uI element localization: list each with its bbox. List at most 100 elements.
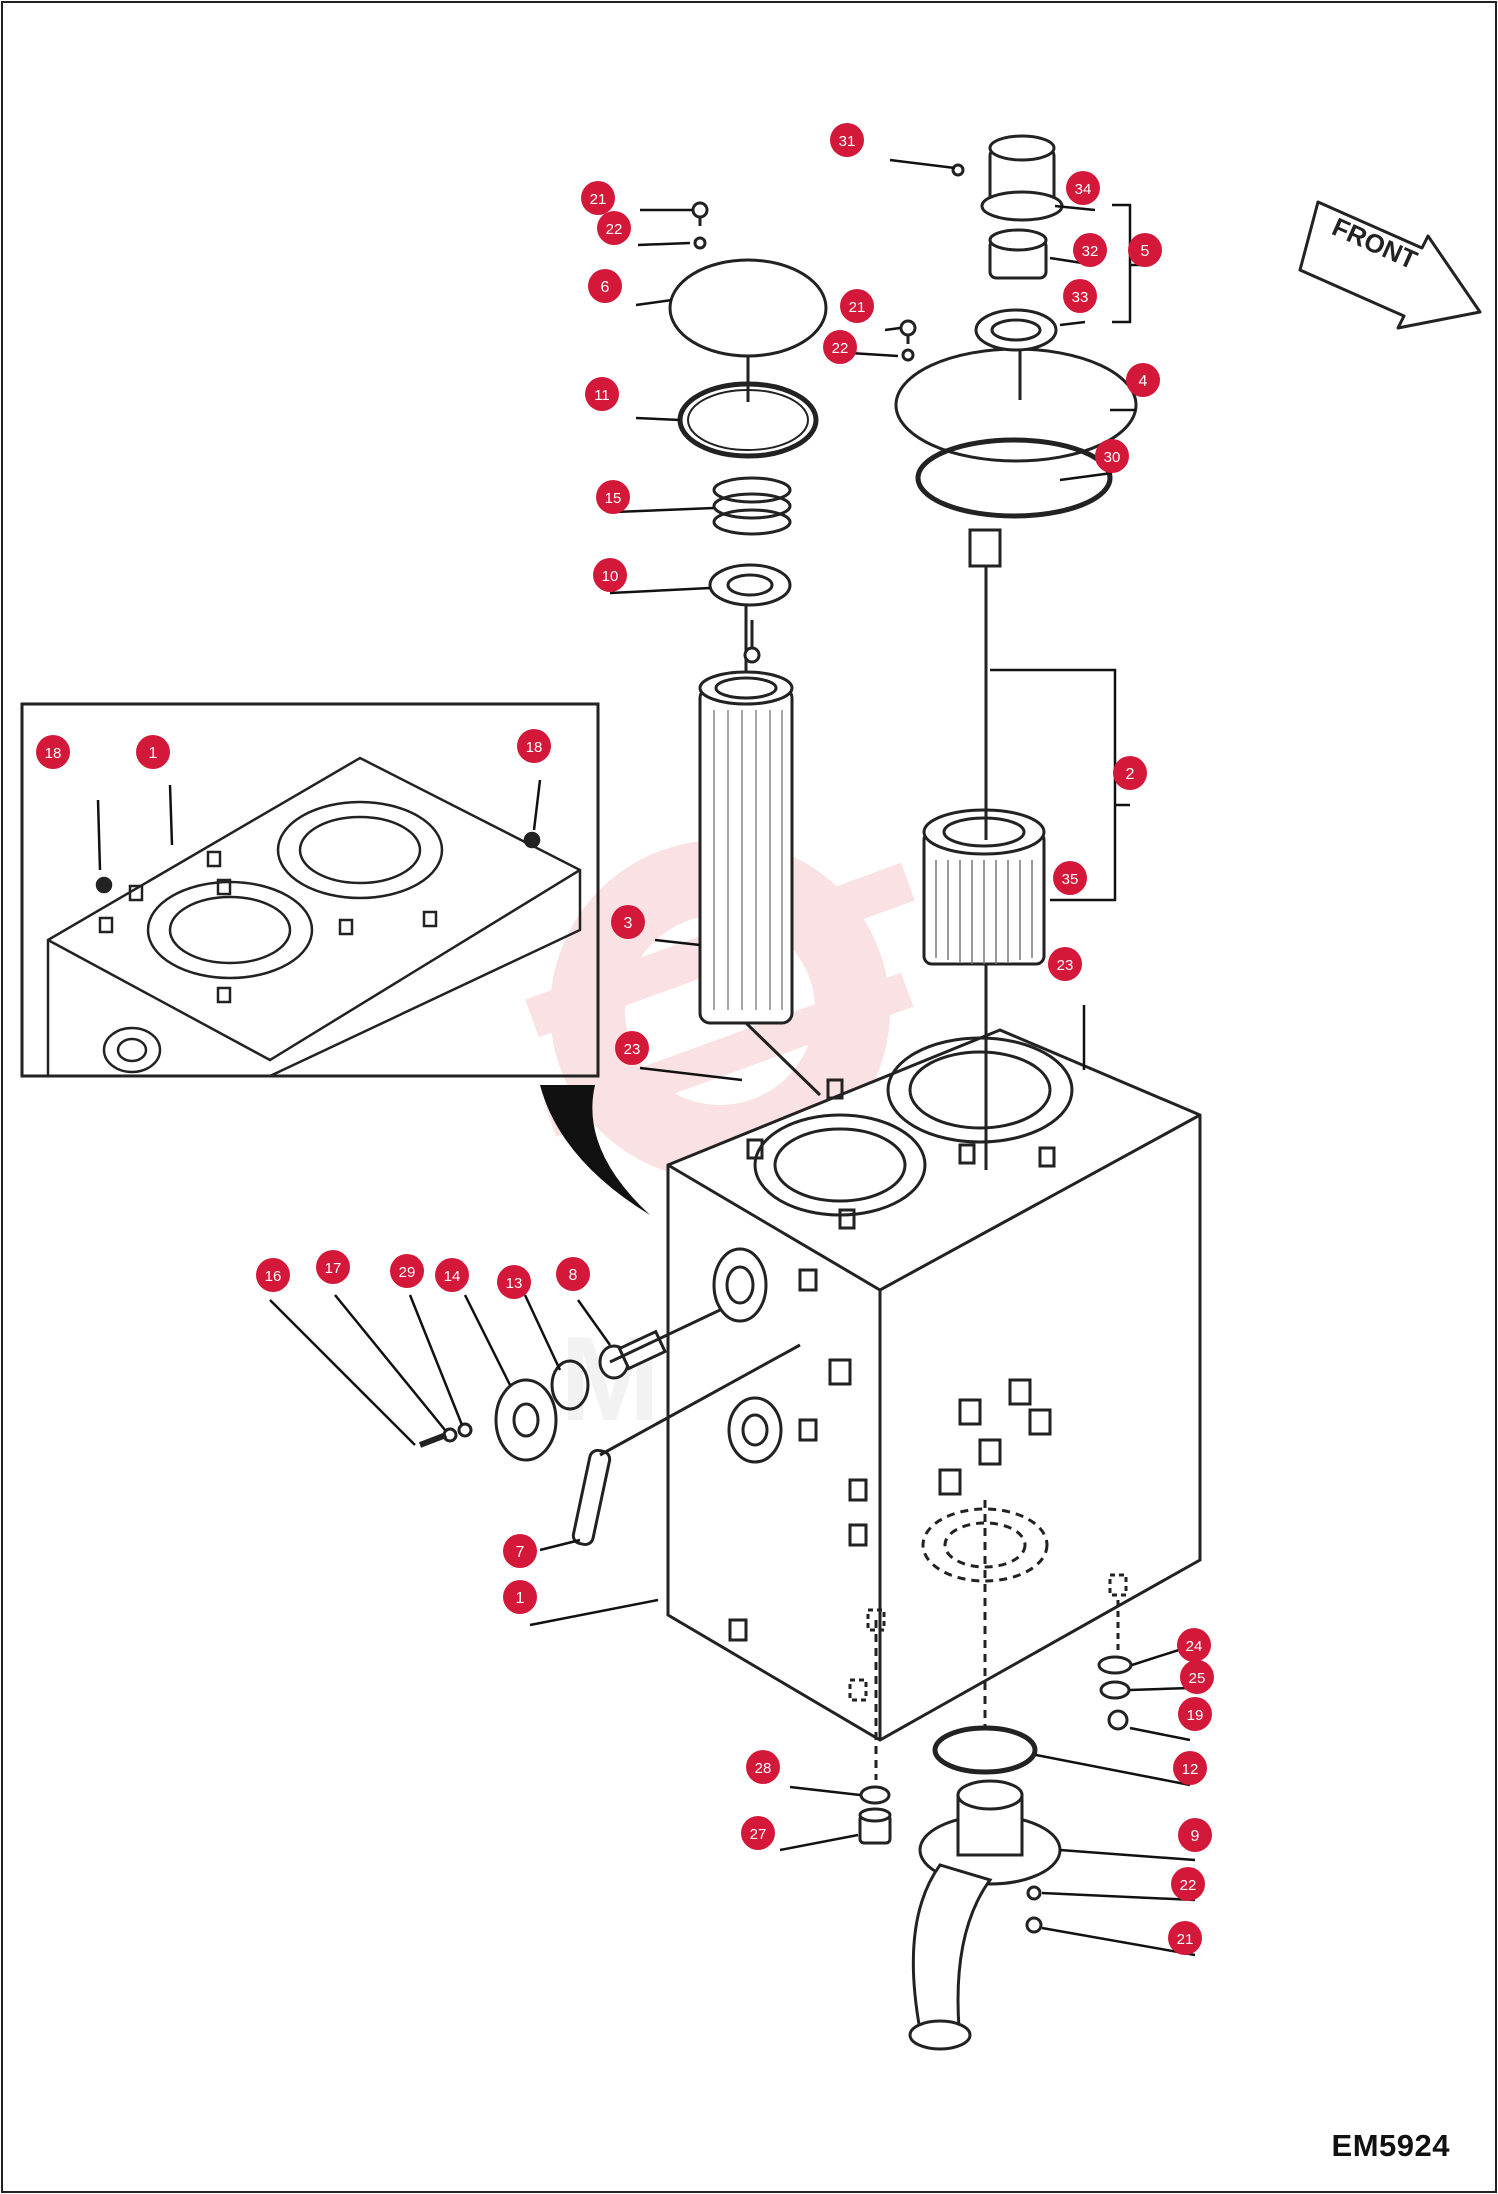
callout-badge	[1063, 279, 1097, 313]
front-direction-arrow: FRONT	[1298, 200, 1482, 330]
bolt-16	[418, 1432, 448, 1448]
callout-label: 18	[526, 739, 543, 756]
callout-label: 5	[1141, 243, 1150, 260]
diagram-code: EM5924	[1331, 2128, 1450, 2163]
callout-label: 33	[1072, 289, 1089, 306]
callout-badge	[746, 1750, 780, 1784]
callout-c16: 16	[256, 1258, 290, 1292]
callout-badge	[1113, 756, 1147, 790]
callout-label: 2	[1126, 766, 1135, 783]
callout-c14: 14	[435, 1258, 469, 1292]
callout-badge	[256, 1258, 290, 1292]
callout-c32: 32	[1073, 233, 1107, 267]
callout-badge	[1180, 1660, 1214, 1694]
callout-label: 19	[1187, 1707, 1204, 1724]
callout-label: 22	[832, 340, 849, 357]
callout-badge	[1173, 1751, 1207, 1785]
callout-c9: 9	[1178, 1818, 1212, 1852]
callout-c4: 4	[1126, 363, 1160, 397]
callout-label: 12	[1182, 1761, 1199, 1778]
washer-25	[1099, 1680, 1131, 1700]
callout-badge	[556, 1257, 590, 1291]
callout-c21a: 21	[581, 181, 615, 215]
callout-label: 8	[569, 1267, 578, 1284]
callout-c6: 6	[588, 269, 622, 303]
callout-c22a: 22	[597, 211, 631, 245]
callout-badge	[597, 211, 631, 245]
washer-28	[859, 1785, 891, 1805]
callout-label: 21	[590, 191, 607, 208]
callout-label: 7	[516, 1544, 525, 1561]
callout-badge	[1168, 1921, 1202, 1955]
callout-badge	[840, 289, 874, 323]
callout-label: 1	[149, 745, 158, 762]
callout-label: 23	[1057, 957, 1074, 974]
callout-badge	[611, 905, 645, 939]
callout-c21c: 21	[1168, 1921, 1202, 1955]
callout-c22b: 22	[823, 330, 857, 364]
callout-c21b: 21	[840, 289, 874, 323]
callout-label: 21	[849, 299, 866, 316]
inset-pointer	[540, 1085, 650, 1215]
callout-label: 11	[594, 387, 610, 404]
side-parts	[418, 1308, 801, 1546]
callout-label: 9	[1191, 1828, 1200, 1845]
callout-c31: 31	[830, 123, 864, 157]
hydraulic-tank	[666, 1028, 1202, 1780]
adapter-32	[988, 228, 1048, 280]
callout-badge	[596, 480, 630, 514]
callout-badge	[1171, 1867, 1205, 1901]
callout-badge	[316, 1250, 350, 1284]
callout-badge	[390, 1254, 424, 1288]
breather-34	[980, 134, 1064, 222]
callout-c24: 24	[1177, 1628, 1211, 1662]
bolt-19	[1107, 1709, 1129, 1731]
callout-label: 10	[602, 568, 619, 585]
callout-badge	[1178, 1818, 1212, 1852]
callout-badge	[1178, 1697, 1212, 1731]
washer-29	[457, 1422, 473, 1438]
callout-c1b: 1	[503, 1580, 537, 1614]
callout-label: 3	[624, 915, 633, 932]
callout-c12: 12	[1173, 1751, 1207, 1785]
callout-badge	[593, 558, 627, 592]
callout-c35: 35	[1053, 861, 1087, 895]
o-ring-13	[550, 1359, 590, 1411]
callout-label: 28	[755, 1760, 772, 1777]
suction-strainer	[922, 528, 1046, 1170]
callout-badge	[588, 269, 622, 303]
callout-c19: 19	[1178, 1697, 1212, 1731]
callout-badge	[585, 377, 619, 411]
callout-badge	[1048, 947, 1082, 981]
callout-label: 32	[1082, 243, 1099, 260]
callout-badge	[823, 330, 857, 364]
callout-label: 6	[601, 279, 610, 296]
callout-c27: 27	[741, 1816, 775, 1850]
callout-label: 17	[325, 1260, 342, 1277]
callout-label: 16	[265, 1268, 282, 1285]
callout-c30: 30	[1095, 439, 1129, 473]
callout-badge	[503, 1580, 537, 1614]
callout-label: 27	[750, 1826, 767, 1843]
callout-c22c: 22	[1171, 1867, 1205, 1901]
o-ring-30	[915, 437, 1113, 519]
callout-badge	[741, 1816, 775, 1850]
callout-c13: 13	[497, 1265, 531, 1299]
callout-c1a: 1	[136, 735, 170, 769]
gasket-33	[974, 308, 1058, 352]
callout-c7: 7	[503, 1534, 537, 1568]
sight-gauge-14	[494, 1378, 558, 1462]
callout-badge	[1095, 439, 1129, 473]
callout-c18b: 18	[517, 729, 551, 763]
callout-badge	[1073, 233, 1107, 267]
callout-c11: 11	[585, 377, 619, 411]
callout-c18a: 18	[36, 735, 70, 769]
callout-label: 31	[839, 133, 856, 150]
top-parts	[668, 134, 1138, 664]
callout-c17: 17	[316, 1250, 350, 1284]
callout-label: 34	[1075, 181, 1092, 198]
spring-15	[712, 476, 792, 536]
